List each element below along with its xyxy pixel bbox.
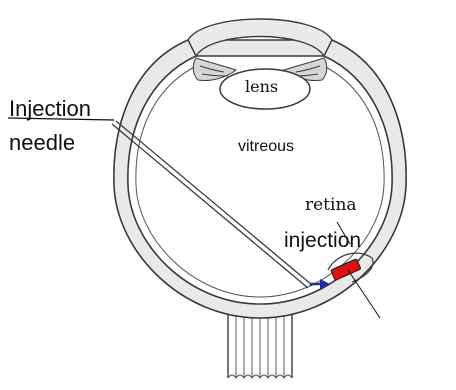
injection-leader-line — [348, 270, 380, 318]
lens-label: lens — [245, 79, 278, 95]
retina-label: retina — [305, 197, 357, 214]
injection-label: injection — [284, 230, 361, 251]
vitreous-label: vitreous — [238, 139, 294, 155]
needle-label-line1: Injection — [9, 98, 91, 120]
needle-label-line2: needle — [9, 132, 75, 154]
